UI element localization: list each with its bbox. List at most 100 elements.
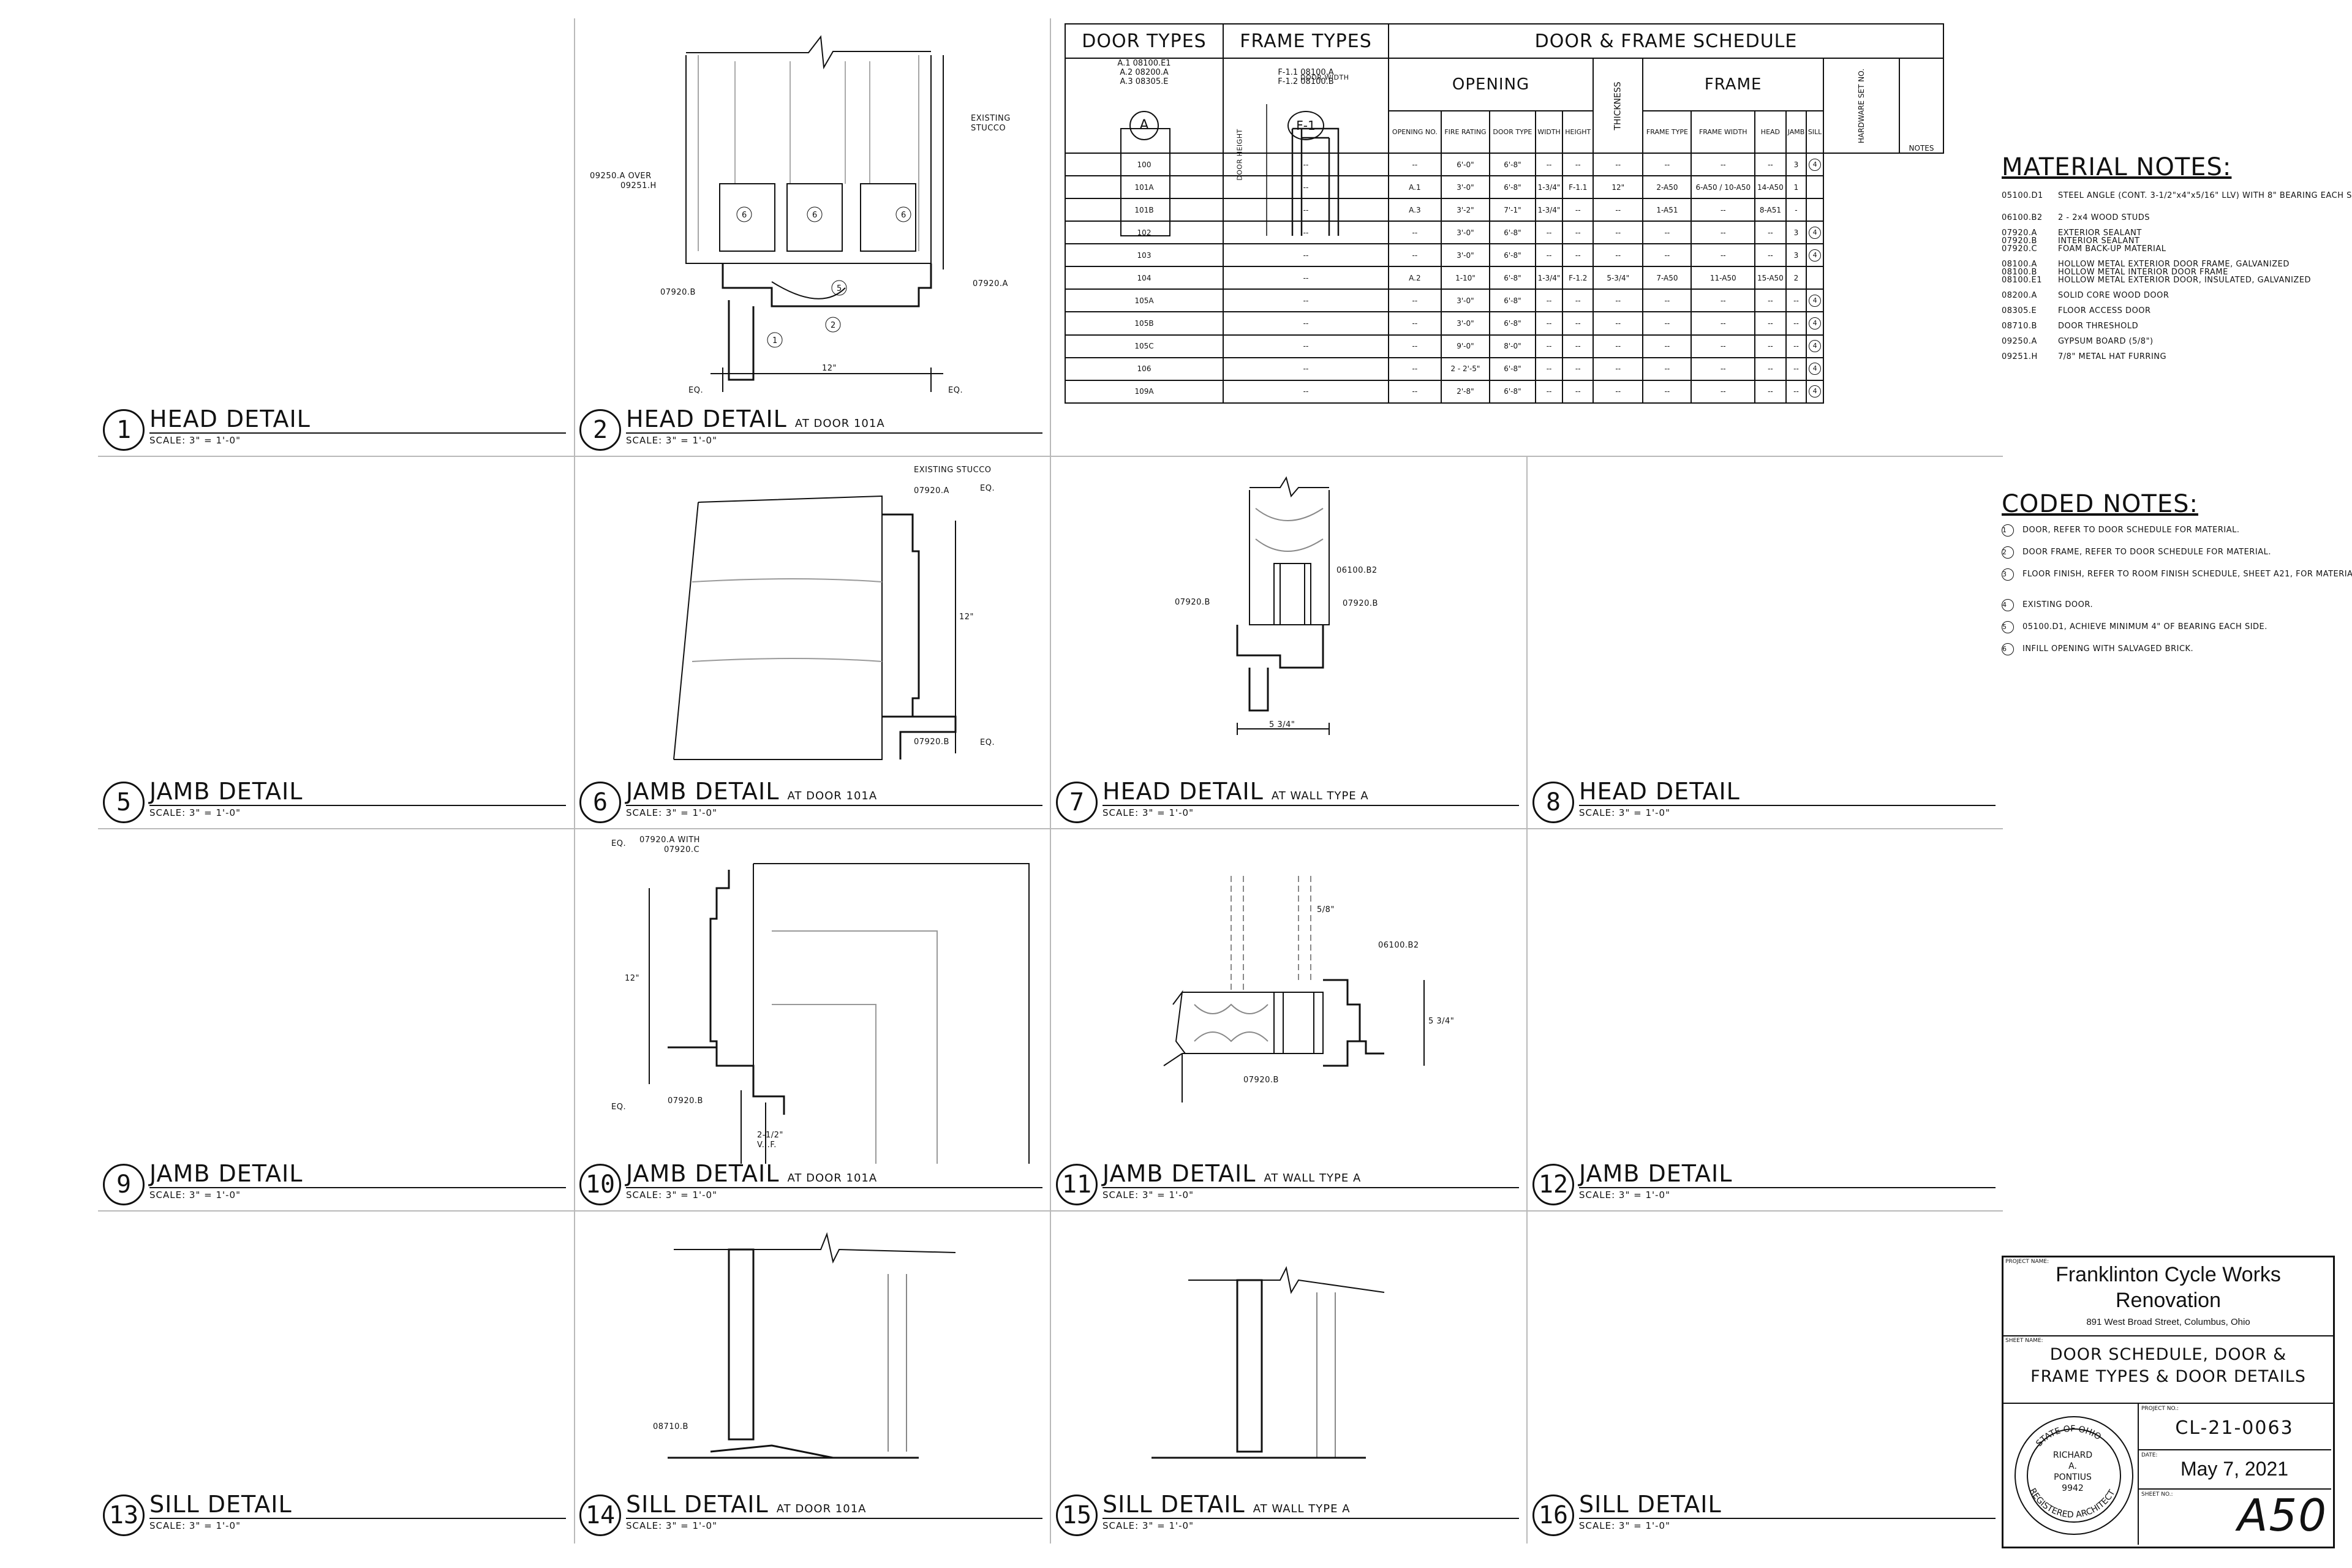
- d6-label-2: 07920.B: [914, 737, 949, 747]
- schedule-cell: --: [1754, 311, 1787, 336]
- detail-name: HEAD DETAIL AT WALL TYPE A: [1102, 778, 1369, 805]
- d2-label-5: 07920.A: [973, 279, 1008, 288]
- material-code: 09250.A: [2002, 337, 2037, 346]
- schedule-cell: 8-A51: [1754, 198, 1787, 222]
- schedule-cell: 4: [1806, 152, 1824, 177]
- svg-text:1: 1: [772, 336, 777, 345]
- sheet-label: SHEET NAME:: [2005, 1338, 2043, 1344]
- project-name-2: Renovation: [2115, 1289, 2221, 1312]
- schedule-cell: --: [1223, 311, 1389, 336]
- schedule-cell: [1806, 198, 1824, 222]
- schedule-cell: --: [1562, 198, 1594, 222]
- material-text: HOLLOW METAL INTERIOR DOOR FRAME: [2058, 268, 2228, 277]
- material-note: 08100.B HOLLOW METAL INTERIOR DOOR FRAME: [2002, 268, 2228, 277]
- schedule-cell: --: [1593, 198, 1644, 222]
- seal-name-1: RICHARD: [2052, 1450, 2093, 1460]
- architect-seal: [2015, 1416, 2133, 1535]
- svg-text:6: 6: [812, 211, 817, 220]
- coded-note-text: FLOOR FINISH, REFER TO ROOM FINISH SCHED…: [2022, 570, 2352, 579]
- schedule-cell: 109A: [1065, 379, 1224, 404]
- schedule-cell: --: [1785, 311, 1807, 336]
- door-width-label: DOOR WIDTH: [1300, 74, 1349, 81]
- note-tag: 4: [1809, 158, 1822, 171]
- detail-subtitle: AT DOOR 101A: [776, 1502, 867, 1515]
- seal-text: STATE OF OHIO REGISTERED ARCHITECT: [2027, 1424, 2117, 1520]
- schedule-cell: 6'-8": [1489, 243, 1536, 268]
- schedule-cell: --: [1642, 288, 1692, 313]
- detail-title-text: HEAD DETAIL: [149, 405, 311, 432]
- detail-name: JAMB DETAIL AT WALL TYPE A: [1102, 1160, 1361, 1187]
- d2-label-7: EQ.: [688, 386, 704, 395]
- d10-label-3: 12": [625, 974, 640, 983]
- coded-note-text: 05100.D1, ACHIEVE MINIMUM 4" OF BEARING …: [2022, 622, 2267, 631]
- coded-note-number: 1: [2002, 524, 2014, 537]
- sheet-no-label: SHEET NO.:: [2141, 1491, 2173, 1498]
- schedule-cell: --: [1223, 152, 1389, 177]
- project-no: CL-21-0063: [2175, 1417, 2294, 1439]
- schedule-cell: --: [1691, 311, 1756, 336]
- schedule-cell: 103: [1065, 243, 1224, 268]
- schedule-cell: 7-A50: [1642, 266, 1692, 290]
- d10-label-1: 07920.C: [664, 845, 700, 854]
- d10-label-5: EQ.: [611, 1102, 627, 1112]
- schedule-cell: --: [1642, 221, 1692, 245]
- schedule-cell: --: [1388, 243, 1442, 268]
- schedule-cell: --: [1785, 379, 1807, 404]
- d7-label-1: 07920.B: [1175, 598, 1210, 607]
- detail-title-text: JAMB DETAIL: [1102, 1160, 1256, 1187]
- schedule-cell: 3: [1785, 221, 1807, 245]
- detail-subtitle: AT WALL TYPE A: [1253, 1502, 1351, 1515]
- note-tag: 4: [1809, 249, 1822, 262]
- schedule-cell: --: [1593, 152, 1644, 177]
- col-header: FRAME WIDTH: [1691, 110, 1756, 154]
- schedule-cell: --: [1642, 379, 1692, 404]
- detail-subtitle: AT WALL TYPE A: [1264, 1172, 1362, 1185]
- schedule-row: 105A----3'-0"6'-8"--------------4: [1065, 288, 1943, 313]
- schedule-cell: A.1: [1388, 175, 1442, 200]
- hardware-heading: HARDWARE SET NO.: [1822, 58, 1901, 154]
- material-code: 07920.C: [2002, 244, 2038, 254]
- schedule-cell: 14-A50: [1754, 175, 1787, 200]
- schedule-cell: 105C: [1065, 334, 1224, 358]
- coded-note-number: 5: [2002, 621, 2014, 633]
- material-code: 08100.B: [2002, 268, 2037, 277]
- coded-note: 5 05100.D1, ACHIEVE MINIMUM 4" OF BEARING…: [2002, 621, 2267, 633]
- coded-notes-title: CODED NOTES:: [2002, 490, 2198, 518]
- note-tag: 4: [1809, 340, 1822, 353]
- schedule-cell: --: [1754, 221, 1787, 245]
- schedule-cell: 1-10": [1440, 266, 1491, 290]
- schedule-row: 105B----3'-0"6'-8"--------------4: [1065, 311, 1943, 336]
- schedule-cell: --: [1562, 288, 1594, 313]
- schedule-cell: --: [1534, 152, 1564, 177]
- material-text: 2 - 2x4 WOOD STUDS: [2058, 213, 2150, 222]
- schedule-cell: --: [1642, 311, 1692, 336]
- col-header: SILL: [1806, 110, 1824, 154]
- schedule-cell: 3'-0": [1440, 311, 1491, 336]
- schedule-cell: 2: [1785, 266, 1807, 290]
- schedule-cell: --: [1562, 243, 1594, 268]
- schedule-cell: 1-A51: [1642, 198, 1692, 222]
- sheet-name-1: DOOR SCHEDULE, DOOR &: [2049, 1345, 2287, 1364]
- frame-type-note-2: F-1.2 08100.B: [1278, 77, 1334, 86]
- schedule-cell: --: [1593, 311, 1644, 336]
- notes-heading: NOTES: [1899, 58, 1944, 154]
- detail-scale: SCALE: 3" = 1'-0": [1102, 1189, 1194, 1200]
- schedule-cell: --: [1223, 243, 1389, 268]
- detail-number: 6: [579, 782, 621, 823]
- d10-label-2: 07920.B: [668, 1096, 703, 1106]
- schedule-cell: --: [1642, 243, 1692, 268]
- svg-text:6: 6: [742, 211, 747, 220]
- schedule-cell: --: [1388, 356, 1442, 381]
- detail-number: 5: [103, 782, 145, 823]
- d6-label-0: EXISTING STUCCO: [914, 466, 992, 475]
- schedule-cell: --: [1388, 334, 1442, 358]
